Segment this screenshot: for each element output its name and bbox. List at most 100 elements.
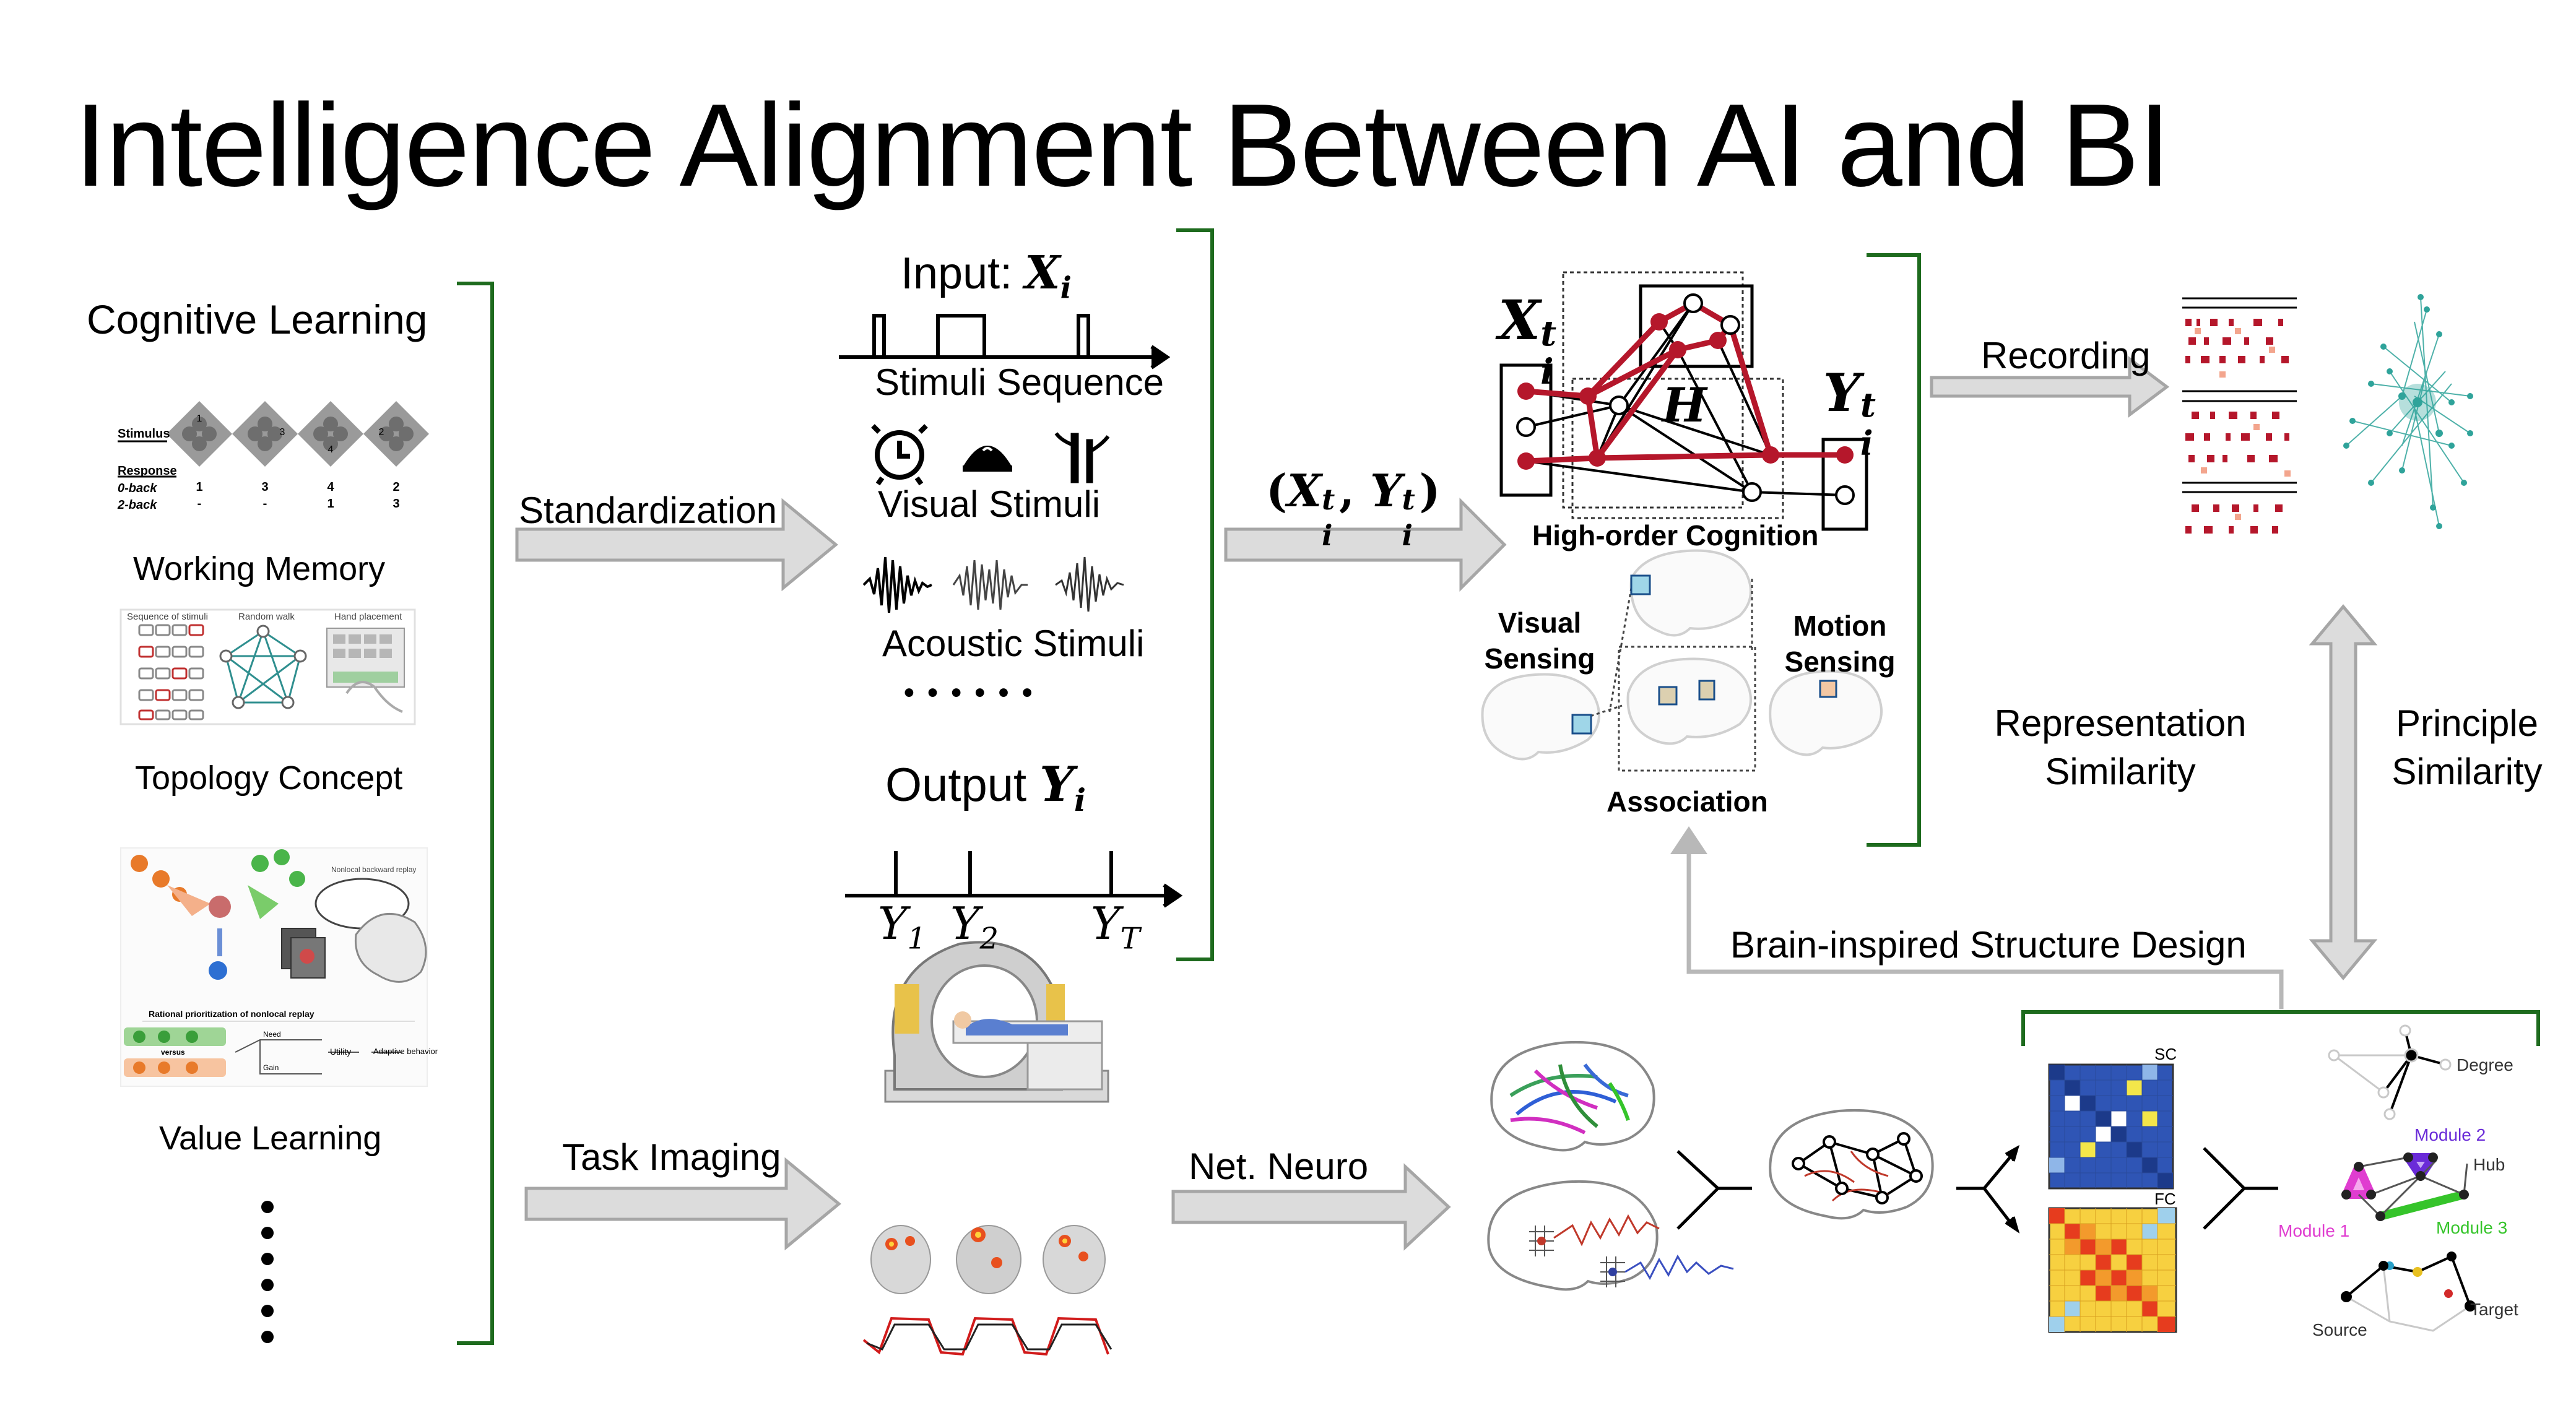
recording-network-nodes: [2343, 294, 2473, 529]
stimulus-1: 1: [196, 413, 202, 424]
net-neuro-arrow: [1171, 1163, 1451, 1251]
cognition-bracket: [1867, 253, 1921, 847]
output-tick-y1-var: Y: [878, 897, 908, 949]
input-label-text: Input:: [901, 249, 1025, 298]
output-tick-y1: Y1: [878, 897, 926, 956]
degree-graph: [2328, 1024, 2452, 1120]
left-ellipsis-dots: [261, 1201, 274, 1343]
acoustic-waveform-3: [1055, 556, 1124, 612]
task-imaging-label: Task Imaging: [562, 1136, 781, 1178]
module-graph: [2341, 1152, 2469, 1221]
topology-concept-label: Topology Concept: [135, 759, 403, 797]
cognition-x-sub: i: [1540, 352, 1554, 392]
standardization-bracket: [1176, 228, 1214, 961]
merge-arrow-2: [2203, 1147, 2278, 1230]
standardization-arrow: [515, 498, 838, 592]
output-tick-y2: Y2: [950, 897, 999, 956]
output-tick-yt-sub: T: [1120, 921, 1140, 956]
left-bracket: [457, 282, 494, 1345]
alarm-clock-icon: [871, 424, 928, 486]
mri-scanner: [884, 941, 1109, 1103]
pair-open-paren: (: [1266, 464, 1288, 517]
value-gain-label: Gain: [263, 1063, 279, 1072]
value-adaptive-label: Adaptive behavior: [373, 1047, 438, 1056]
stimulus-4: 2: [378, 427, 384, 438]
principle-similarity-label: Principle Similarity: [2392, 703, 2543, 792]
cognition-h-label: H: [1662, 378, 1707, 433]
pair-comma: ,: [1338, 464, 1371, 517]
principle-similarity-arrow: [2309, 604, 2378, 980]
pair-y-sub: i: [1402, 519, 1413, 552]
source-label: Source: [2312, 1320, 2367, 1339]
response-2back-3: 1: [327, 497, 334, 511]
input-var: X: [1025, 246, 1060, 300]
module3-label: Module 3: [2436, 1218, 2508, 1237]
output-tick-y2-var: Y: [950, 897, 980, 949]
target-label: Target: [2470, 1300, 2518, 1319]
acoustic-waveform-1: [862, 556, 932, 613]
cognition-y-sub: i: [1860, 423, 1873, 463]
bun-icon: [963, 446, 1012, 472]
fc-label: FC: [2154, 1190, 2176, 1208]
pair-y-sup: t: [1402, 483, 1415, 516]
brain-inspired-label: Brain-inspired Structure Design: [1730, 924, 2247, 966]
output-label-text: Output: [885, 759, 1040, 811]
value-caption-mid: Rational prioritization of nonlocal repl…: [149, 1009, 314, 1019]
bamboo-icon: [1054, 432, 1110, 483]
path-graph: [2341, 1252, 2476, 1332]
output-tick-y1-sub: 1: [907, 921, 927, 956]
visual-sensing-label: Visual Sensing: [1484, 607, 1595, 675]
module1-label: Module 1: [2278, 1221, 2350, 1240]
stimuli-sequence-label: Stimuli Sequence: [875, 361, 1164, 403]
pair-x-var: X: [1287, 464, 1322, 517]
input-sub: i: [1060, 270, 1072, 306]
recording-label: Recording: [1981, 335, 2151, 376]
response-row-2back-label: 2-back: [118, 498, 157, 512]
cognition-x-sup: t: [1540, 313, 1557, 354]
output-label: Output Yi: [885, 756, 1086, 818]
task-imaging-arrow: [524, 1157, 841, 1251]
response-2back-2: -: [262, 497, 267, 511]
tractography-brain: [1490, 1040, 1655, 1152]
output-tick-y2-sub: 2: [979, 921, 999, 956]
brain-grid-icons: [1571, 574, 1837, 735]
association-label: Association: [1607, 785, 1768, 818]
value-utility-label: Utility: [330, 1047, 352, 1057]
input-label: Input: Xi: [901, 246, 1072, 305]
response-2back-4: 3: [392, 497, 400, 511]
standardization-label: Standardization: [519, 490, 777, 531]
value-panel: [120, 847, 428, 1087]
value-versus-label: versus: [161, 1048, 185, 1057]
visual-stimuli-label: Visual Stimuli: [878, 483, 1101, 525]
recording-arrow: [1930, 356, 2170, 418]
response-0back-4: 2: [392, 480, 400, 494]
cognition-x-var: X: [1498, 288, 1541, 352]
value-need-label: Need: [263, 1030, 281, 1039]
graph-brain: [1769, 1109, 1934, 1220]
page-title: Intelligence Alignment Between AI and BI: [74, 80, 2171, 211]
pair-close-paren: ): [1419, 464, 1441, 517]
stimuli-ellipsis: • • • • • •: [904, 677, 1035, 709]
response-0back-3: 4: [327, 480, 334, 494]
bold-signal-trace: [862, 1316, 1112, 1356]
pair-x-sub: i: [1321, 519, 1333, 552]
brain-inspired-line: [1686, 848, 2284, 1009]
response-0back-1: 1: [196, 480, 203, 494]
cognition-network: [1499, 271, 1868, 531]
cognition-brains: [1481, 549, 1883, 761]
motion-sensing-label: Motion Sensing: [1784, 610, 1896, 678]
output-tick-yt-var: Y: [1091, 897, 1121, 949]
cognitive-learning-heading: Cognitive Learning: [87, 296, 428, 342]
high-order-cognition-label: High-order Cognition: [1532, 519, 1819, 551]
pair-arrow: [1224, 497, 1507, 592]
cognition-y-var: Y: [1823, 362, 1860, 423]
topology-header-sequence: Sequence of stimuli: [127, 612, 208, 622]
output-var: Y: [1039, 756, 1074, 813]
response-row-0back-label: 0-back: [118, 482, 157, 495]
network-bracket: [2021, 1010, 2540, 1046]
topology-panel: [119, 608, 416, 725]
representation-similarity-label: Representation Similarity: [1994, 703, 2247, 792]
